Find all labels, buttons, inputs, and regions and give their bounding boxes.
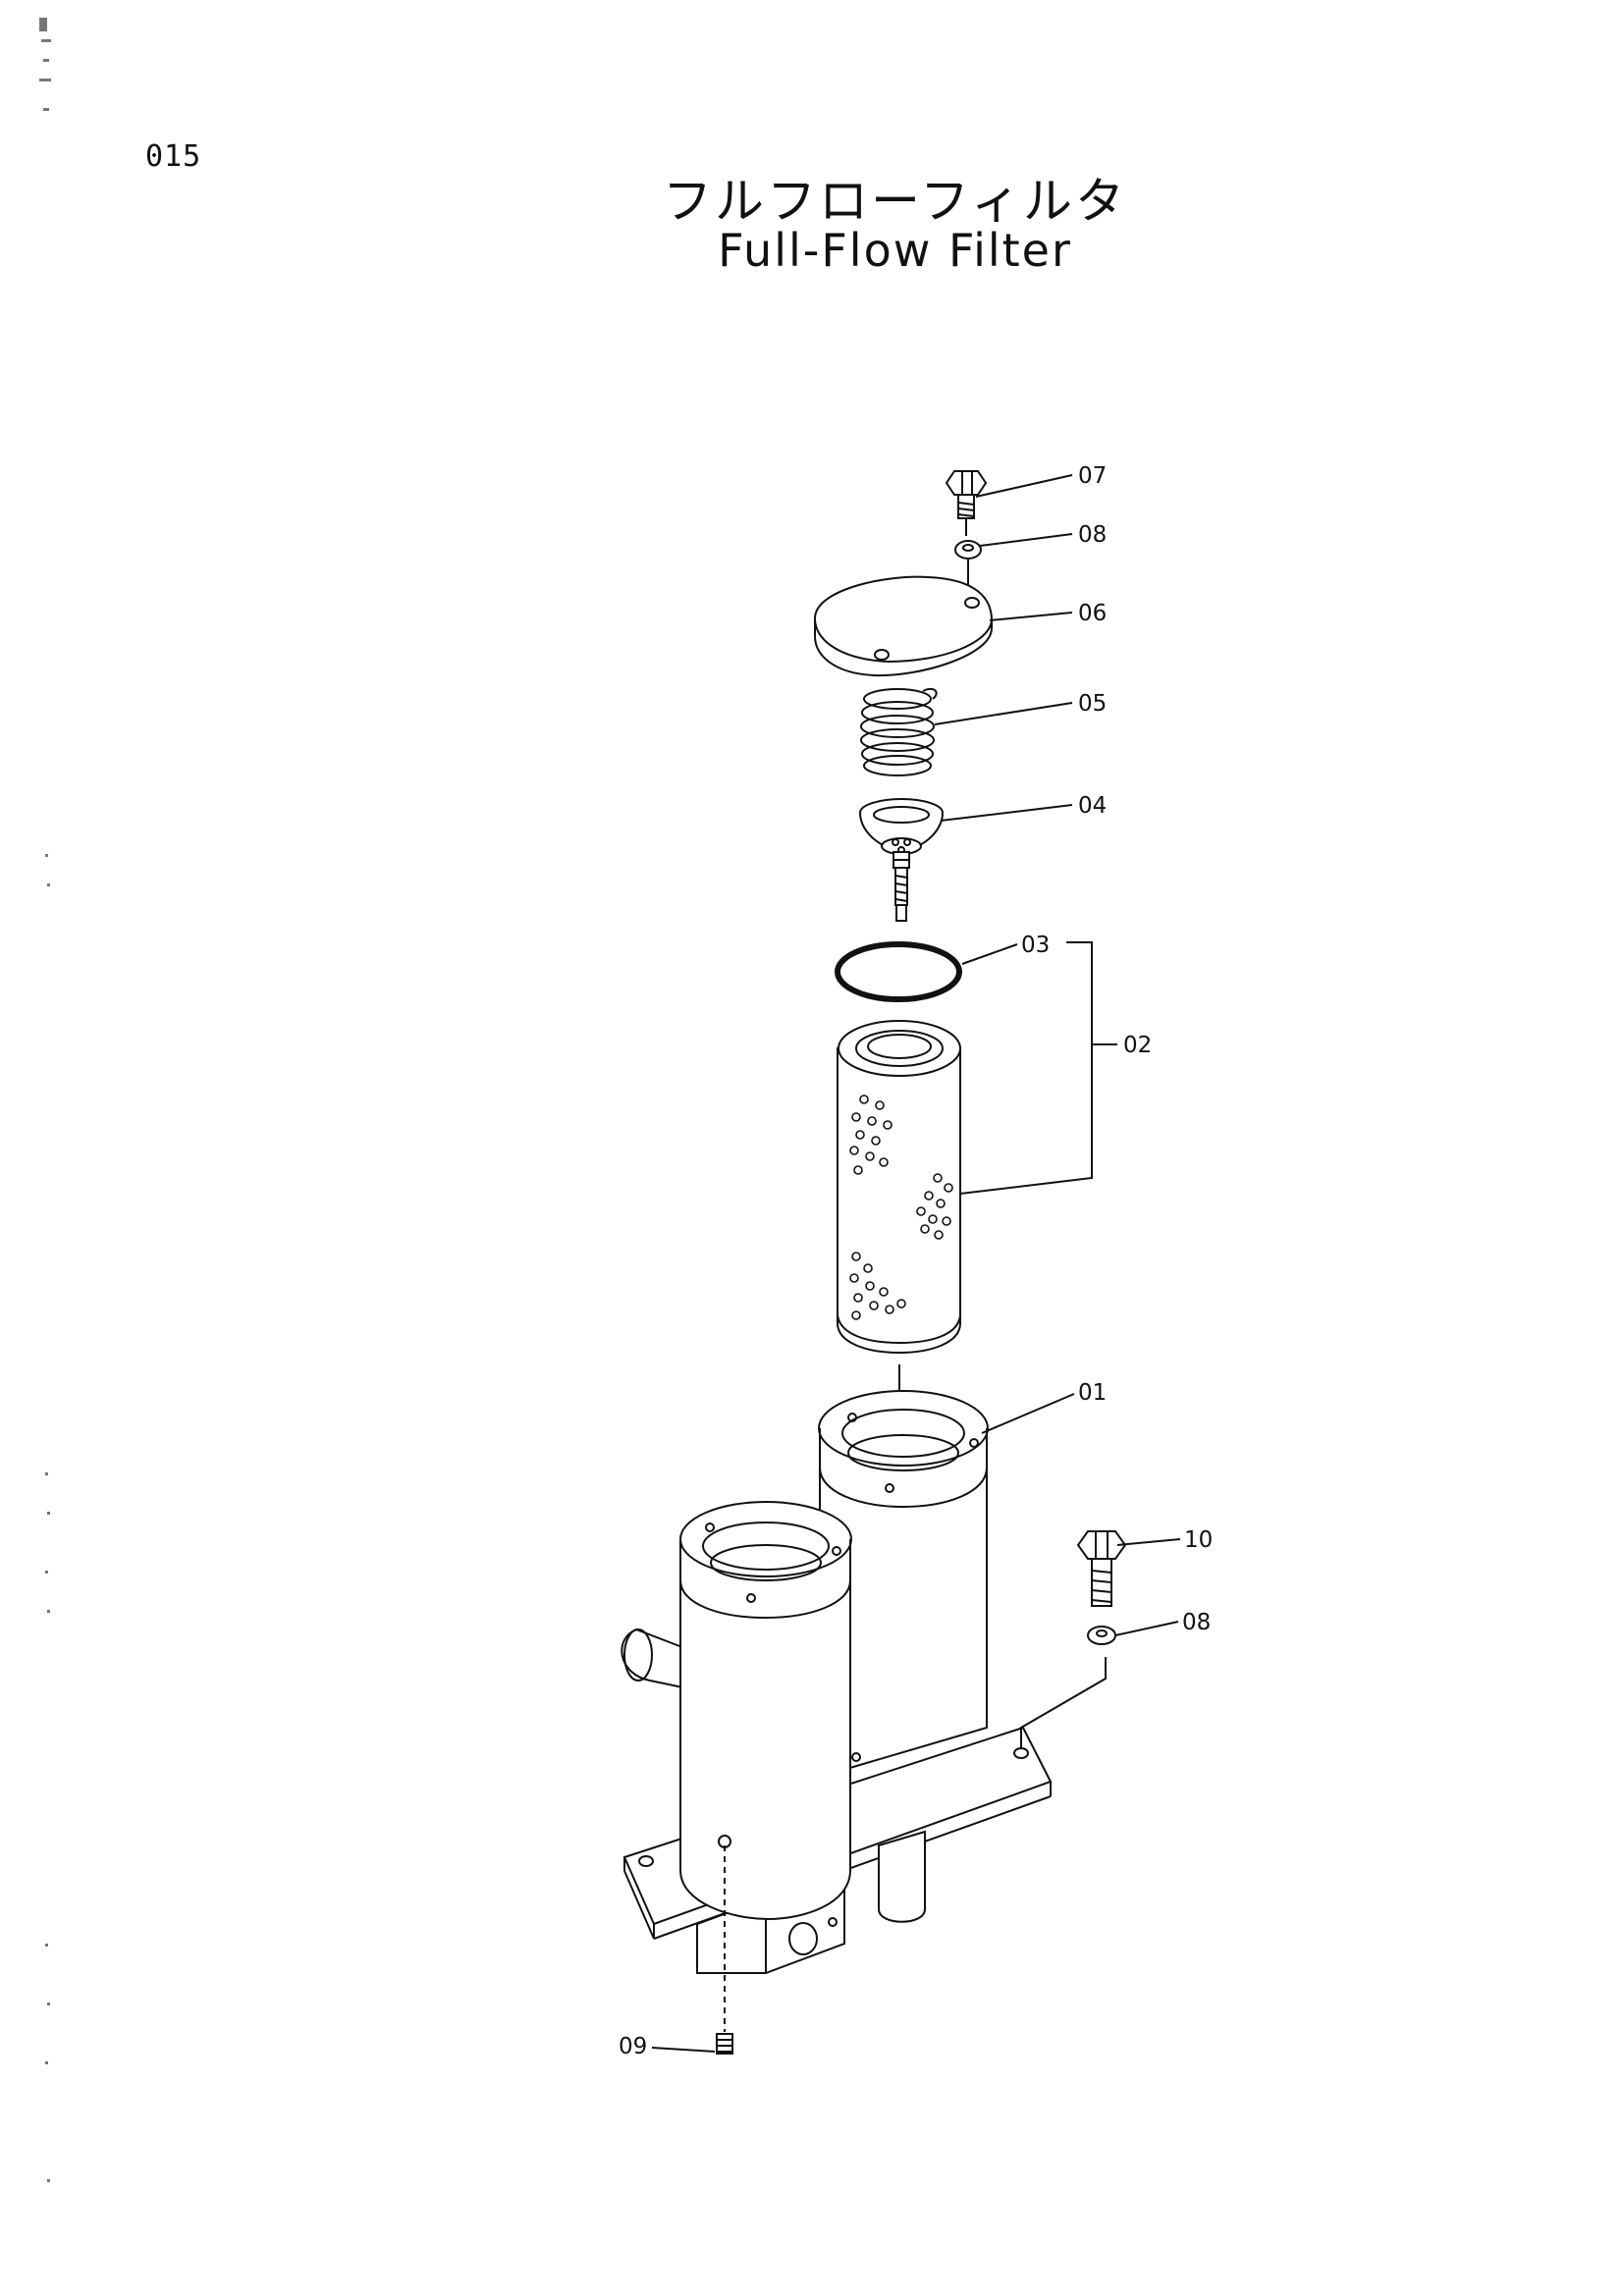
filter-perforations — [849, 1095, 953, 1320]
part-07-bolt — [945, 470, 988, 536]
callout-02: 02 — [1123, 1033, 1152, 1058]
callout-05: 05 — [1078, 691, 1107, 717]
part-08-washer-right — [1020, 1626, 1116, 1747]
title-japanese: フルフローフィルタ — [663, 173, 1127, 230]
part-05-spring — [860, 687, 938, 776]
part-02-filter-element — [837, 1020, 961, 1355]
part-03-o-ring — [835, 941, 962, 1002]
callout-08-right: 08 — [1182, 1610, 1211, 1635]
page-code: 015 — [145, 139, 202, 174]
callout-labels: 07 08 06 05 04 03 02 01 10 08 09 — [619, 463, 1213, 2059]
part-10-bolt — [1076, 1530, 1127, 1607]
callout-04: 04 — [1078, 793, 1107, 819]
scan-artifacts — [39, 18, 51, 2182]
callout-06: 06 — [1078, 601, 1107, 626]
callout-01: 01 — [1078, 1380, 1107, 1406]
part-09-plug — [716, 2033, 733, 2055]
callout-07: 07 — [1078, 463, 1107, 489]
part-04-valve — [859, 798, 944, 922]
callout-10: 10 — [1184, 1527, 1213, 1553]
part-06-cover — [814, 575, 993, 677]
title-english: Full-Flow Filter — [718, 224, 1072, 277]
callout-09: 09 — [619, 2034, 647, 2059]
leader-lines — [651, 474, 1181, 2053]
callout-03: 03 — [1021, 933, 1050, 958]
part-01-housing — [621, 1390, 1053, 2032]
callout-08-top: 08 — [1078, 522, 1107, 548]
